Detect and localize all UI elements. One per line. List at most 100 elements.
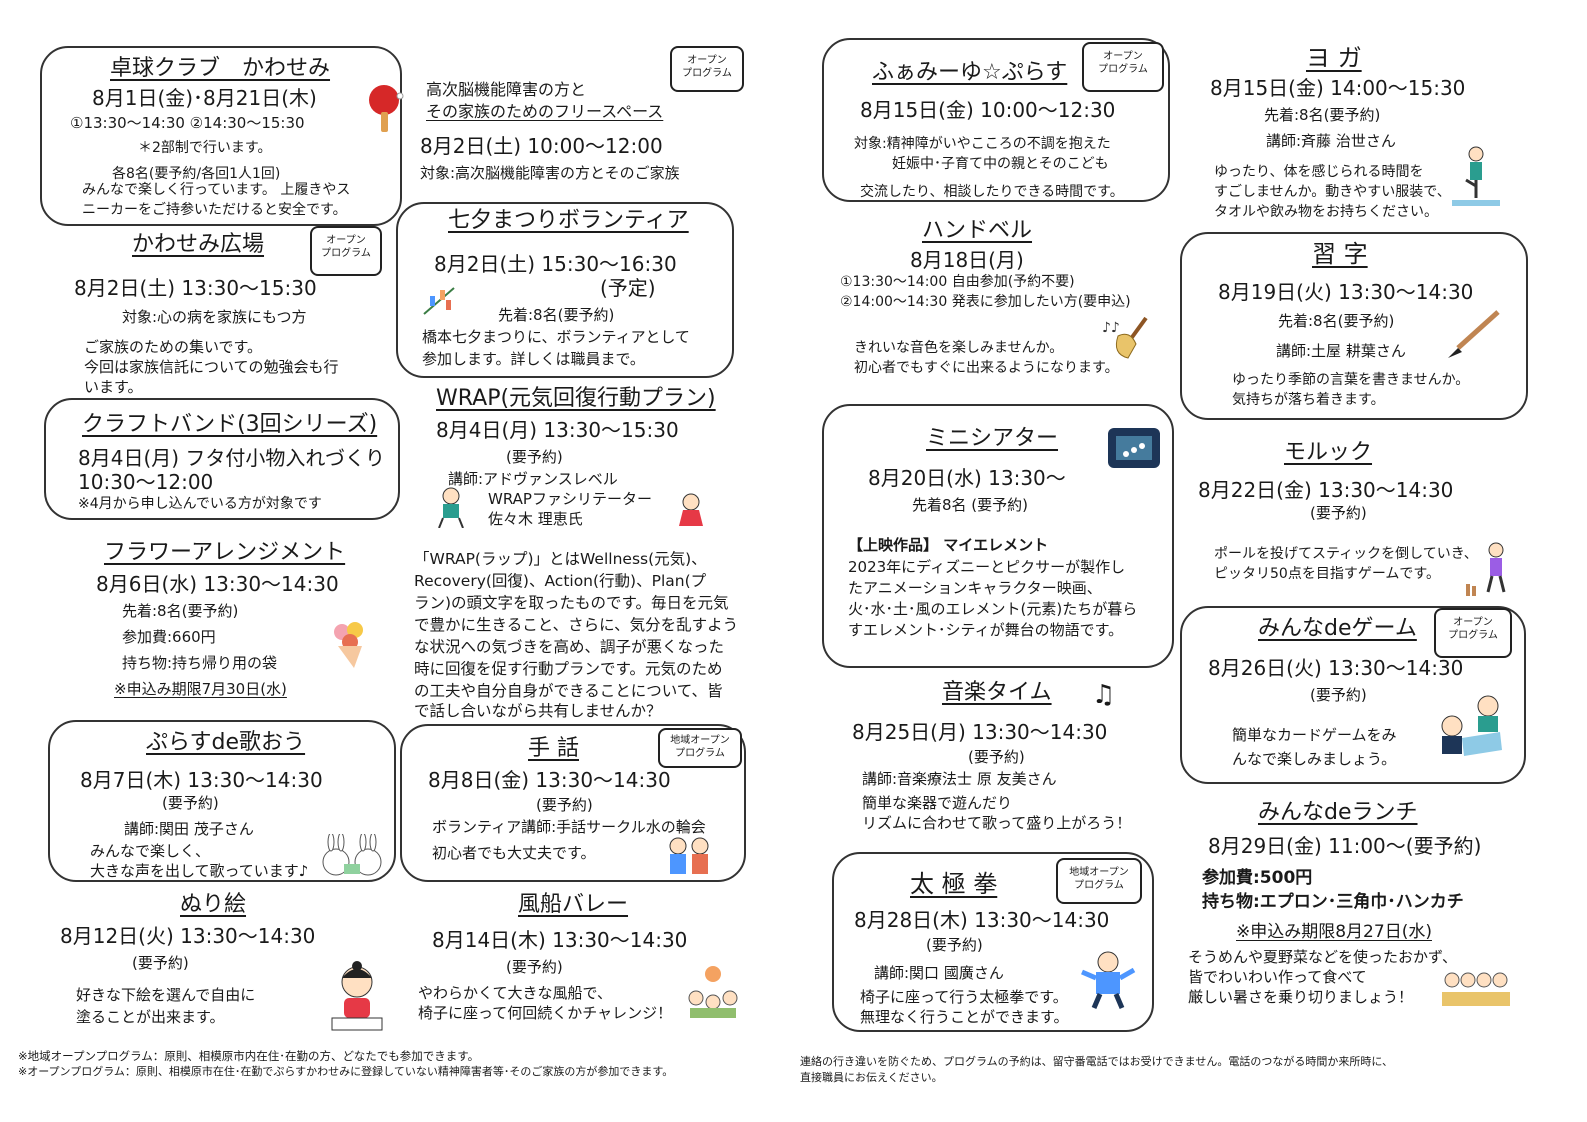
hiroba-title: かわせみ広場 — [132, 232, 265, 257]
game-title: みんなdeゲーム — [1258, 616, 1417, 641]
nurie-desc-2: 塗ることが出来ます。 — [76, 1008, 225, 1026]
utaou-date: 8月7日(木) 13:30～14:30 — [80, 768, 323, 792]
tanabata-title: 七夕まつりボランティア — [448, 208, 689, 233]
shuwa-title: 手 話 — [528, 736, 579, 761]
handbell-title: ハンドベル — [922, 218, 1033, 243]
lunch-desc-2: 皆でわいわい作って食べて — [1188, 968, 1367, 986]
theater-desc-4: すエレメント･シティが舞台の物語です。 — [848, 621, 1124, 639]
handbell-icon: ♪♪ — [1102, 316, 1148, 359]
hiroba-desc-2: 今回は家族信託についての勉強会も行 — [84, 358, 339, 376]
tanabata-date: 8月2日(土) 15:30～16:30 — [434, 252, 677, 276]
theater-desc-3: 火･水･土･風のエレメント(元素)たちが暮ら — [848, 600, 1138, 618]
ping-pong-paddle-icon — [369, 85, 404, 132]
koji-section: オープンプログラム 高次脳機能障害の方と その家族のためのフリースペース 8月2… — [410, 46, 750, 196]
molkky-title: モルック — [1284, 440, 1373, 465]
handbell-desc-2: 初心者でもすぐに出来るようになります。 — [854, 360, 1119, 376]
nurie-date: 8月12日(火) 13:30～14:30 — [60, 924, 316, 948]
shuji-title: 習 字 — [1312, 240, 1368, 268]
taikyoku-box: 太 極 拳 地域オープンプログラム 8月28日(木) 13:30～14:30 (… — [832, 852, 1154, 1032]
balloon-volley-icon — [688, 966, 738, 1018]
footer-note-open: ※オープンプログラム：原則、相模原市在住･在勤でぷらすかわせみに登録していない精… — [18, 1065, 674, 1078]
wrap-desc-8: で話し合いながら共有しませんか？ — [414, 702, 662, 720]
tanabata-decoration-icon — [423, 287, 455, 315]
famiyu-target-2: 妊娠中･子育て中の親とそのこども — [892, 156, 1109, 172]
famiyu-title: ふぁみーゆ☆ぷらす — [872, 60, 1068, 85]
famiyu-desc: 交流したり、相談したりできる時間です。 — [860, 184, 1124, 200]
footer-note-contact-2: 直接職員にお伝えください。 — [800, 1071, 943, 1084]
flower-capacity: 先着:8名(要予約) — [122, 602, 239, 620]
yoga-desc-2: すごしませんか。動きやすい服装で、 — [1214, 184, 1451, 200]
local-open-program-badge: 地域オープンプログラム — [658, 728, 742, 768]
cooking-group-icon — [1442, 972, 1510, 1006]
handbell-time-2: ②14:00～14:30 発表に参加したい方(要申込) — [840, 294, 1131, 310]
yoga-title: ヨ ガ — [1306, 44, 1362, 72]
takkyu-times: ①13:30～14:30 ②14:30～15:30 — [70, 114, 305, 132]
handbell-desc-1: きれいな音色を楽しみませんか。 — [854, 340, 1064, 356]
tanabata-capacity: 先着:8名(要予約) — [498, 306, 615, 324]
wrap-date: 8月4日(月) 13:30～15:30 — [436, 418, 679, 442]
ongaku-section: 音楽タイム ♫ 8月25日(月) 13:30～14:30 (要予約) 講師:音楽… — [830, 676, 1170, 846]
molkky-section: モルック 8月22日(金) 13:30～14:30 (要予約) ポールを投げてス… — [1188, 432, 1528, 602]
craft-note: ※4月から申し込んでいる方が対象です — [78, 496, 322, 512]
craft-title: クラフトバンド(3回シリーズ) — [82, 412, 378, 437]
taikyoku-title: 太 極 拳 — [910, 870, 998, 898]
famiyu-box: ふぁみーゆ☆ぷらす オープンプログラム 8月15日(金) 10:00～12:30… — [822, 38, 1170, 202]
nurie-title: ぬり絵 — [180, 892, 247, 917]
takkyu-club-box: 卓球クラブ かわせみ 8月1日(金)･8月21日(木) ①13:30～14:30… — [40, 46, 404, 226]
singing-rabbits-icon — [322, 834, 382, 876]
yoga-section: ヨ ガ 8月15日(金) 14:00～15:30 先着:8名(要予約) 講師:斉… — [1196, 38, 1526, 222]
utaou-box: ぷらすde歌おう 8月7日(木) 13:30～14:30 (要予約) 講師:関田… — [48, 720, 396, 882]
flower-fee: 参加費:660円 — [122, 628, 216, 646]
game-desc-2: んなで楽しみましょう。 — [1232, 750, 1397, 768]
molkky-desc-2: ピッタリ50点を目指すゲームです。 — [1214, 566, 1440, 582]
hiroba-desc-1: ご家族のための集いです。 — [84, 338, 263, 356]
takkyu-date: 8月1日(金)･8月21日(木) — [92, 86, 317, 110]
wrap-lecturer-3: 佐々木 理恵氏 — [488, 510, 583, 528]
famiyu-target-1: 対象:精神障がいやこころの不調を抱えた — [854, 136, 1111, 152]
wrap-reserve: (要予約) — [506, 448, 563, 466]
wrap-section: WRAP(元気回復行動プラン) 8月4日(月) 13:30～15:30 (要予約… — [406, 384, 746, 720]
shuwa-lecturer: ボランティア講師:手話サークル水の輪会 — [432, 818, 706, 836]
ongaku-lecturer: 講師:音楽療法士 原 友美さん — [862, 770, 1057, 788]
wrap-desc-2: Recovery(回復)、Action(行動)、Plan(プ — [414, 572, 707, 590]
lunch-title: みんなdeランチ — [1258, 800, 1418, 825]
tanabata-desc-1: 橋本七夕まつりに、ボランティアとして — [422, 328, 690, 346]
shuwa-date: 8月8日(金) 13:30～14:30 — [428, 768, 671, 792]
takkyu-desc-1: みんなで楽しく行っています。 上履きやス — [82, 182, 351, 198]
molkky-reserve: (要予約) — [1310, 504, 1367, 522]
lunch-desc-1: そうめんや夏野菜などを使ったおかず、 — [1188, 948, 1457, 966]
flower-section: フラワーアレンジメント 8月6日(水) 13:30～14:30 先着:8名(要予… — [40, 536, 400, 716]
fusen-desc-2: 椅子に座って何回続くかチャレンジ！ — [418, 1004, 673, 1022]
ongaku-desc-1: 簡単な楽器で遊んだり — [862, 794, 1013, 812]
theater-date: 8月20日(水) 13:30～ — [868, 466, 1066, 490]
music-note-icon: ♫ — [1092, 680, 1116, 710]
ongaku-date: 8月25日(月) 13:30～14:30 — [852, 720, 1108, 744]
shuji-lecturer: 講師:土屋 耕葉さん — [1276, 342, 1406, 360]
takkyu-title: 卓球クラブ かわせみ — [110, 56, 331, 81]
fusen-title: 風船バレー — [518, 892, 629, 917]
lunch-deadline: ※申込み期限8月27日(水) — [1236, 922, 1432, 942]
wrap-lecturer-2: WRAPファシリテーター — [488, 490, 652, 508]
theater-film: 【上映作品】 マイエレメント — [848, 536, 1049, 554]
taikyoku-lecturer: 講師:関口 國廣さん — [874, 964, 1004, 982]
famiyu-date: 8月15日(金) 10:00～12:30 — [860, 98, 1116, 122]
craft-line-1: 8月4日(月) フタ付小物入れづくり — [78, 446, 386, 470]
shuji-date: 8月19日(火) 13:30～14:30 — [1218, 280, 1474, 304]
wrap-lecturer-1: 講師:アドヴァンスレベル — [448, 470, 618, 488]
nurie-section: ぬり絵 8月12日(火) 13:30～14:30 (要予約) 好きな下絵を選んで… — [40, 888, 400, 1038]
minna-game-box: みんなdeゲーム オープンプログラム 8月26日(火) 13:30～14:30 … — [1180, 606, 1526, 784]
nurie-desc-1: 好きな下絵を選んで自由に — [76, 986, 256, 1004]
yoga-pose-icon — [1452, 146, 1500, 206]
lunch-section: みんなdeランチ 8月29日(金) 11:00～(要予約) 参加費:500円 持… — [1188, 794, 1528, 1018]
taikyoku-reserve: (要予約) — [926, 936, 983, 954]
lunch-fee: 参加費:500円 — [1202, 868, 1313, 888]
local-open-program-badge: 地域オープンプログラム — [1056, 858, 1142, 904]
game-reserve: (要予約) — [1310, 686, 1367, 704]
wrap-title: WRAP(元気回復行動プラン) — [436, 386, 716, 411]
flower-title: フラワーアレンジメント — [104, 540, 346, 565]
molkky-date: 8月22日(金) 13:30～14:30 — [1198, 478, 1454, 502]
shuwa-desc: 初心者でも大丈夫です。 — [432, 844, 596, 862]
hiroba-date: 8月2日(土) 13:30～15:30 — [74, 276, 317, 300]
theater-desc-2: たアニメーションキャラクター映画、 — [848, 579, 1102, 597]
yoga-desc-3: タオルや飲み物をお持ちください。 — [1214, 204, 1438, 220]
